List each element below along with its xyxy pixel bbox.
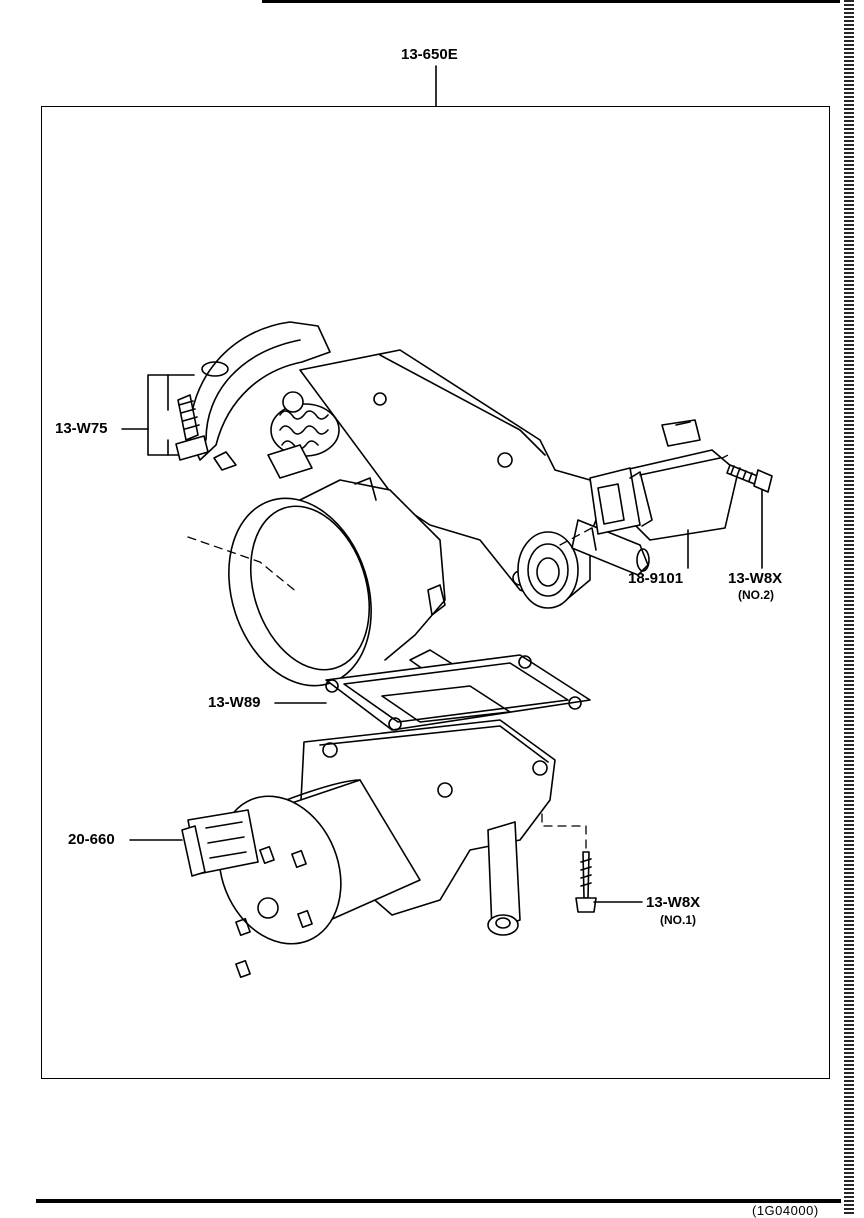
part-label-actuator: 20-660 <box>68 831 115 848</box>
bottom-rule <box>36 1199 841 1203</box>
top-rule <box>262 0 840 3</box>
footer-code: (1G04000) <box>752 1203 819 1218</box>
throttle-body <box>189 321 650 696</box>
screw-no1 <box>575 851 643 913</box>
binding-edge <box>844 0 854 1214</box>
screw-no2 <box>726 464 773 569</box>
throttle-position-sensor <box>589 419 739 569</box>
screw-no1-note: (NO.1) <box>660 913 696 927</box>
part-label-o-ring-screw: 13-W75 <box>55 420 108 437</box>
gasket <box>274 654 591 731</box>
part-label-screw-no2: 13-W8X <box>728 570 783 587</box>
part-label-screw-no1: 13-W8X <box>646 894 701 911</box>
idle-air-control-valve <box>129 719 556 979</box>
screw-no2-note: (NO.2) <box>738 588 774 602</box>
part-label-sensor: 18-9101 <box>628 570 684 587</box>
part-label-gasket: 13-W89 <box>208 694 261 711</box>
o-ring-and-screw <box>121 361 229 461</box>
assembly-label: 13-650E <box>401 46 458 63</box>
